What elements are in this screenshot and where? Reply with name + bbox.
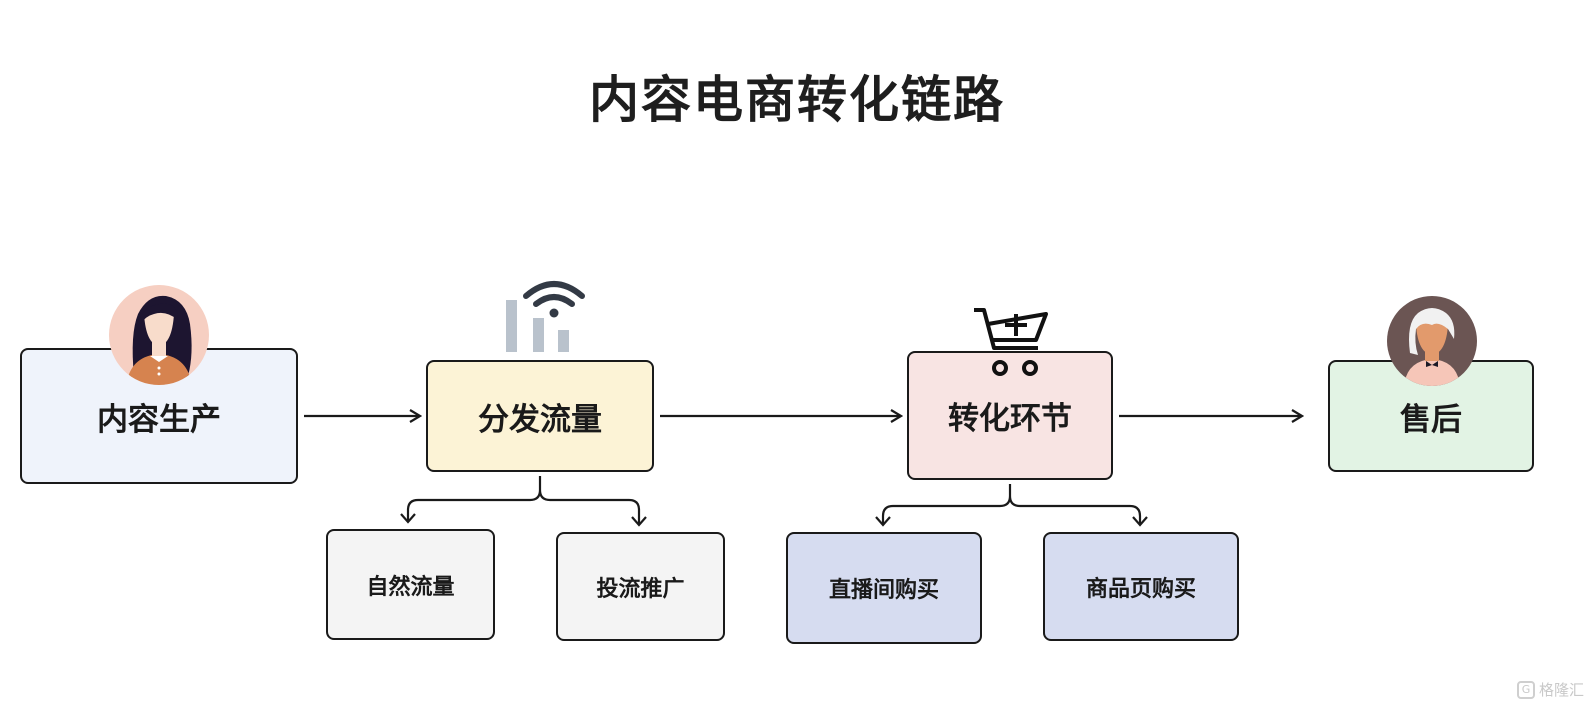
diagram-title: 内容电商转化链路 [589,71,1005,129]
subnode-product-page-purchase: 商品页购买 [1043,532,1239,641]
watermark: G 格隆汇 [1516,679,1584,700]
subnode-live-room-purchase: 直播间购买 [786,532,982,644]
subnode-paid-promotion: 投流推广 [556,532,725,641]
woman-avatar-icon [109,285,209,385]
elderly-avatar-icon [1387,296,1477,386]
bracket-distribute [406,476,641,525]
subnode-product-page-purchase-label: 商品页购买 [1085,576,1196,602]
subnode-paid-promotion-label: 投流推广 [596,576,685,602]
node-conversion-label: 转化环节 [948,401,1072,437]
subnode-live-room-purchase-label: 直播间购买 [828,578,939,603]
subnode-natural-traffic-label: 自然流量 [366,574,455,600]
watermark-logo-icon: G [1516,680,1535,699]
node-traffic-distribution-label: 分发流量 [478,401,602,438]
node-after-sales-label: 售后 [1400,401,1462,438]
node-content-production-label: 内容生产 [97,401,221,438]
shopping-cart-plus-icon [974,308,1048,376]
node-traffic-distribution: 分发流量 [426,360,654,472]
subnode-natural-traffic: 自然流量 [326,529,495,640]
watermark-text: 格隆汇 [1538,681,1584,699]
node-conversion: 转化环节 [907,351,1113,480]
signal-wifi-icon [506,281,585,352]
bracket-convert [881,484,1142,525]
node-content-production: 内容生产 [20,348,298,484]
